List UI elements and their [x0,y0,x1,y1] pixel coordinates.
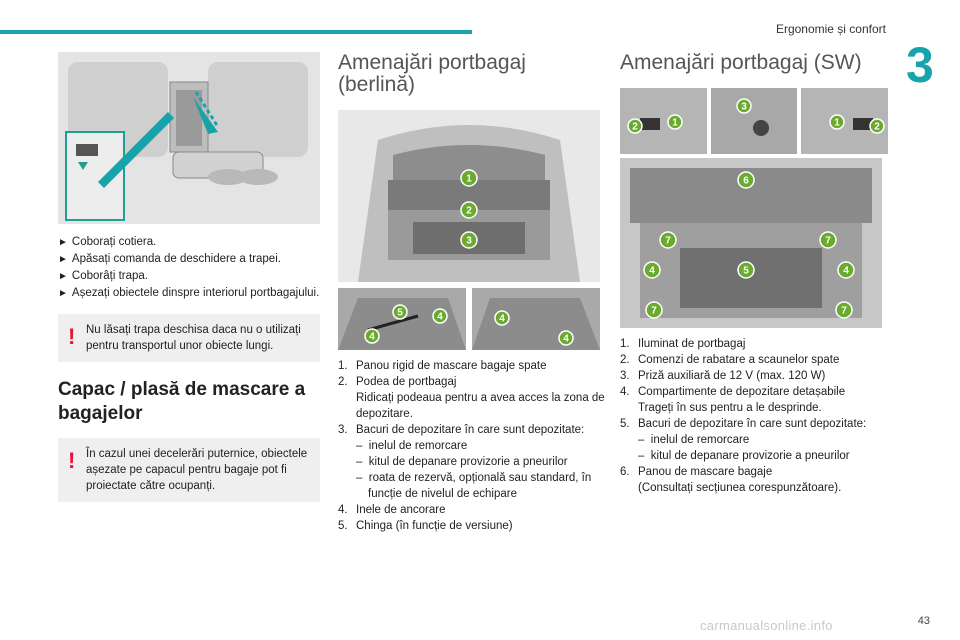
svg-text:4: 4 [369,332,375,343]
sedan-parts-list: 1.Panou rigid de mascare bagaje spate 2.… [338,358,606,534]
list-item: 4.Inele de ancorare [338,504,446,516]
header-accent-bar [0,30,472,34]
section-title-sedan: Amenajări portbagaj (berlină) [338,51,526,96]
arrow-bullet-icon: ► [58,254,68,265]
list-item-note: Ridicați podeaua pentru a avea acces la … [356,392,605,420]
svg-text:4: 4 [437,312,443,323]
warning-box-cover: ! În cazul unei decelerări puternice, ob… [58,438,320,502]
list-item: 6.Panou de mascare bagaje (Consultați se… [620,464,888,496]
svg-text:1: 1 [835,118,841,129]
svg-text:7: 7 [651,306,657,317]
svg-text:7: 7 [841,306,847,317]
warning-text: În cazul unei decelerări puternice, obie… [86,448,308,492]
sw-parts-list: 1.Iluminat de portbagaj 2.Comenzi de rab… [620,336,888,496]
warning-icon: ! [68,324,76,349]
arrow-bullet-icon: ► [58,271,68,282]
list-item: 1.Iluminat de portbagaj [620,338,746,350]
svg-text:3: 3 [741,102,747,113]
dash-item: – roata de rezervă, opțională sau standa… [356,472,592,500]
svg-text:4: 4 [843,266,849,277]
svg-text:4: 4 [649,266,655,277]
right-column: Amenajări portbagaj (SW) 2 1 3 1 2 [620,51,889,496]
section-title-sw: Amenajări portbagaj (SW) [620,51,862,74]
step-item: ►Apăsați comanda de deschidere a trapei. [58,253,281,265]
list-item: 2.Comenzi de rabatare a scaunelor spate [620,354,840,366]
svg-text:6: 6 [743,176,749,187]
middle-column: Amenajări portbagaj (berlină) 1 2 3 5 4 [338,52,606,534]
list-item: 3.Bacuri de depozitare în care sunt depo… [338,422,606,502]
armrest-hatch-illustration [58,52,320,224]
list-item: 5.Bacuri de depozitare în care sunt depo… [620,416,888,464]
section-heading-cover: Capac / plasă de mascare a bagajelor [58,379,306,424]
warning-text: Nu lăsați trapa deschisa daca nu o utili… [86,324,301,352]
step-item: ►Coborâți trapa. [58,270,148,282]
section-title: Ergonomie și confort [775,22,886,36]
arrow-bullet-icon: ► [58,288,68,299]
sw-detail-left-illustration: 2 1 [620,88,707,154]
list-item: 5.Chinga (în funcție de versiune) [338,520,513,532]
step-item: ►Așezați obiectele dinspre interiorul po… [58,287,320,299]
list-item-note: (Consultați secțiunea corespunzătoare). [638,482,842,494]
dash-item: – inelul de remorcare [356,440,468,452]
warning-icon: ! [68,448,76,473]
list-item: 3.Priză auxiliară de 12 V (max. 120 W) [620,370,826,382]
sedan-trunk-illustration: 1 2 3 [338,110,600,282]
svg-text:2: 2 [466,206,472,217]
sw-trunk-illustration: 6 7 7 4 5 4 7 7 [620,158,882,328]
page-number: 43 [917,615,930,627]
svg-text:3: 3 [466,236,472,247]
sedan-side-right-illustration: 4 4 [472,288,600,350]
svg-text:5: 5 [743,266,749,277]
step-item: ►Coborați cotiera. [58,236,157,248]
warning-box-hatch: ! Nu lăsați trapa deschisa daca nu o uti… [58,314,320,362]
sw-detail-middle-illustration: 3 [710,88,798,154]
svg-text:7: 7 [665,236,671,247]
armrest-steps-list: ►Coborați cotiera. ►Apăsați comanda de d… [58,234,320,302]
svg-text:4: 4 [563,334,569,345]
svg-text:1: 1 [466,174,472,185]
chapter-number: 3 [906,37,934,93]
svg-text:4: 4 [499,314,505,325]
list-item-note: Trageți în sus pentru a le desprinde. [638,402,822,414]
arrow-bullet-icon: ► [58,237,68,248]
svg-text:5: 5 [397,308,403,319]
dash-item: – inelul de remorcare [638,434,750,446]
list-item: 1.Panou rigid de mascare bagaje spate [338,360,547,372]
list-item: 4.Compartimente de depozitare detașabile… [620,384,888,416]
dash-item: – kitul de depanare provizorie a pneuril… [638,450,850,462]
list-item: 2.Podea de portbagaj Ridicați podeaua pe… [338,376,605,420]
sedan-side-left-illustration: 5 4 4 [338,288,466,350]
svg-text:2: 2 [875,122,881,133]
sedan-callouts: 1 2 3 [460,169,478,249]
sw-detail-right-illustration: 1 2 [801,88,889,154]
watermark: carmanualsonline.info [700,618,833,633]
svg-text:7: 7 [825,236,831,247]
svg-text:1: 1 [672,118,678,129]
dash-item: – kitul de depanare provizorie a pneuril… [356,456,568,468]
svg-text:2: 2 [632,122,638,133]
left-column: ►Coborați cotiera. ►Apăsați comanda de d… [58,52,320,502]
